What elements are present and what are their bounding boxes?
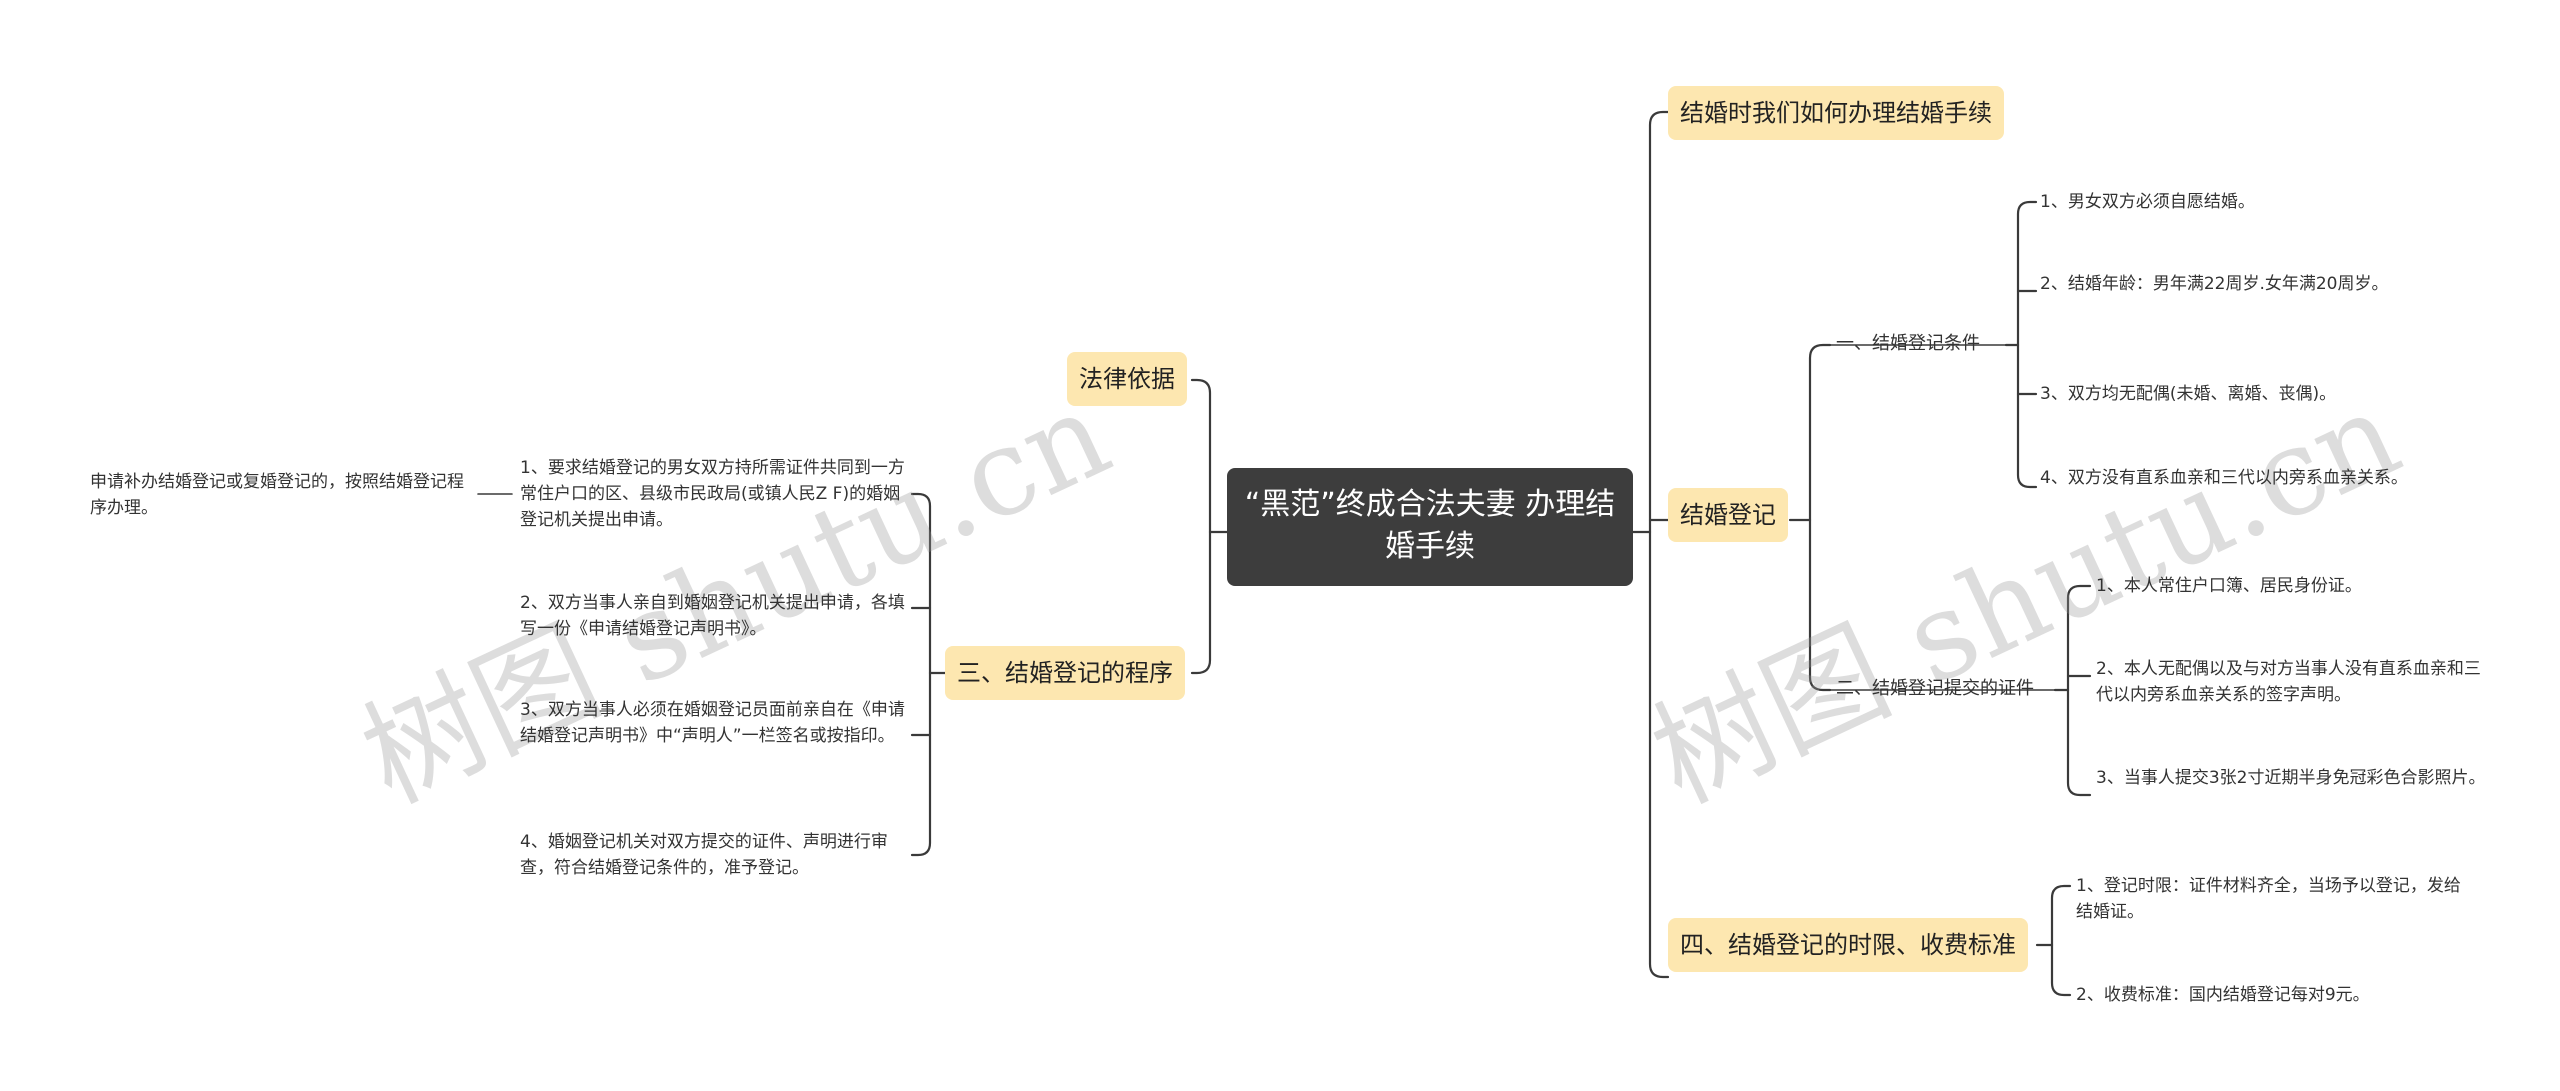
sub-required-documents[interactable]: 二、结婚登记提交的证件 xyxy=(1836,678,2034,699)
timing-item-1: 1、登记时限：证件材料齐全，当场予以登记，发给结婚证。 xyxy=(2076,876,2461,922)
procedure-item-3: 3、双方当事人必须在婚姻登记员面前亲自在《申请结婚登记声明书》中“声明人”一栏签… xyxy=(520,700,905,746)
root-topic-label: “黑范”终成合法夫妻 办理结婚手续 xyxy=(1244,487,1616,564)
branch-timing-fees-label: 四、结婚登记的时限、收费标准 xyxy=(1680,931,2016,959)
branch-how-to-register[interactable]: 结婚时我们如何办理结婚手续 xyxy=(1668,86,2004,140)
procedure-item-1: 1、要求结婚登记的男女双方持所需证件共同到一方常住户口的区、县级市民政局(或镇人… xyxy=(520,458,905,530)
procedure-item-2: 2、双方当事人亲自到婚姻登记机关提出申请，各填写一份《申请结婚登记声明书》。 xyxy=(520,593,905,639)
document-item-2: 2、本人无配偶以及与对方当事人没有直系血亲和三代以内旁系血亲关系的签字声明。 xyxy=(2096,659,2481,705)
branch-registration-procedure-label: 三、结婚登记的程序 xyxy=(957,659,1173,687)
condition-item-1: 1、男女双方必须自愿结婚。 xyxy=(2040,192,2255,212)
branch-legal-basis[interactable]: 法律依据 xyxy=(1067,352,1187,406)
sub-registration-conditions[interactable]: 一、结婚登记条件 xyxy=(1836,333,1980,354)
root-topic[interactable]: “黑范”终成合法夫妻 办理结婚手续 xyxy=(1227,468,1633,586)
branch-registration-procedure[interactable]: 三、结婚登记的程序 xyxy=(945,646,1185,700)
condition-item-4: 4、双方没有直系血亲和三代以内旁系血亲关系。 xyxy=(2040,468,2408,488)
condition-item-2: 2、结婚年龄：男年满22周岁.女年满20周岁。 xyxy=(2040,274,2389,294)
document-item-3: 3、当事人提交3张2寸近期半身免冠彩色合影照片。 xyxy=(2096,768,2486,788)
branch-timing-fees[interactable]: 四、结婚登记的时限、收费标准 xyxy=(1668,918,2028,972)
branch-legal-basis-label: 法律依据 xyxy=(1079,365,1175,393)
branch-marriage-registration[interactable]: 结婚登记 xyxy=(1668,488,1788,542)
procedure-item-4: 4、婚姻登记机关对双方提交的证件、声明进行审查，符合结婚登记条件的，准予登记。 xyxy=(520,832,888,878)
branch-marriage-registration-label: 结婚登记 xyxy=(1680,501,1776,529)
timing-item-2: 2、收费标准：国内结婚登记每对9元。 xyxy=(2076,985,2370,1005)
procedure-note: 申请补办结婚登记或复婚登记的，按照结婚登记程序办理。 xyxy=(90,472,464,518)
document-item-1: 1、本人常住户口簿、居民身份证。 xyxy=(2096,576,2362,596)
branch-how-to-register-label: 结婚时我们如何办理结婚手续 xyxy=(1680,99,1992,127)
condition-item-3: 3、双方均无配偶(未婚、离婚、丧偶)。 xyxy=(2040,384,2337,404)
